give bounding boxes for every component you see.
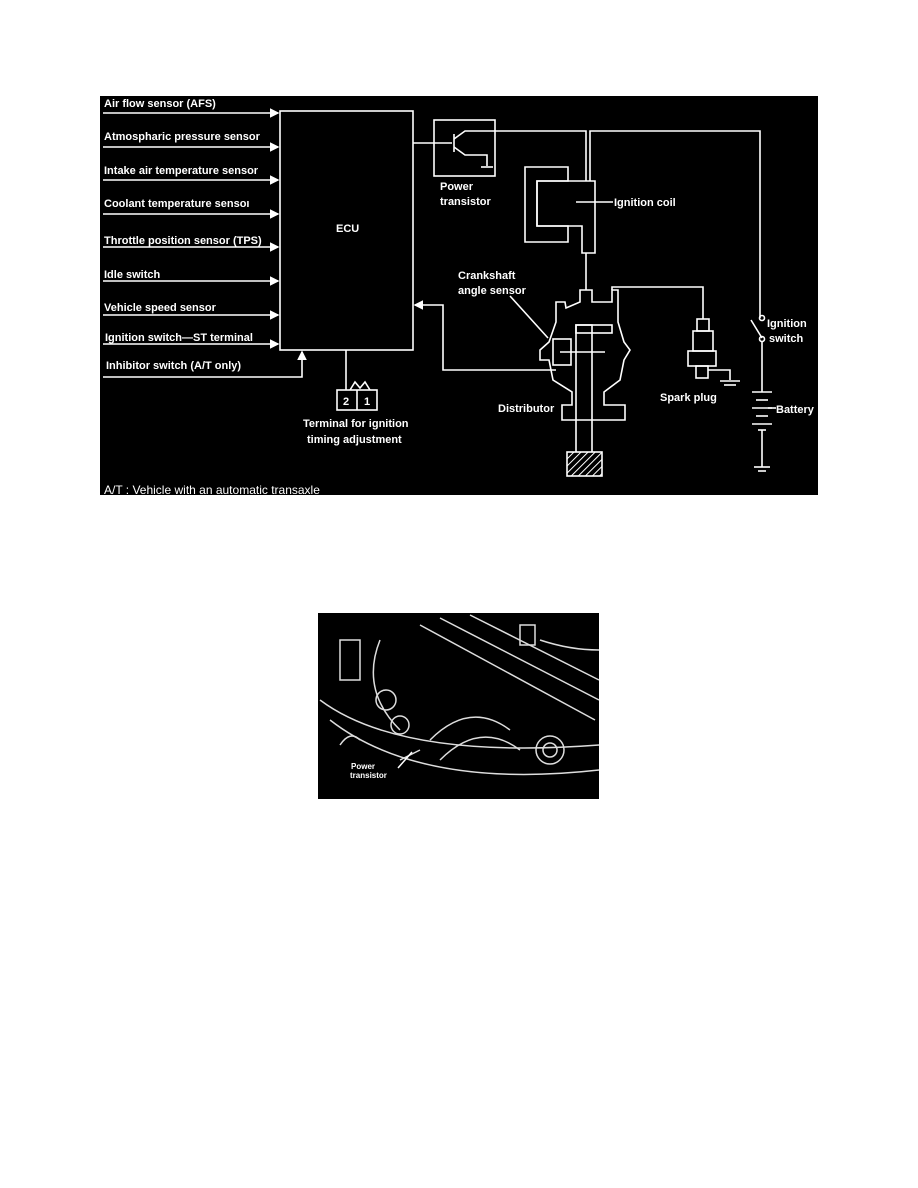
transistor-collector-wire	[453, 130, 587, 181]
ignition-switch-label: switch	[769, 333, 804, 345]
engine-bay-illustration	[319, 614, 600, 776]
ecu-inputs: Air flow sensor (AFS) Atmospharic pressu…	[103, 98, 307, 378]
footnote: A/T : Vehicle with an automatic transaxl…	[104, 483, 320, 497]
switch-contact	[758, 314, 766, 322]
sensor-to-ecu-wire	[413, 300, 556, 371]
input-label: Throttle position sensor (TPS)	[104, 235, 262, 247]
terminal-pin-1: 1	[364, 396, 370, 408]
transistor-emitter-wire	[453, 146, 488, 166]
input-label: Atmospharic pressure sensor	[104, 131, 261, 143]
input-line	[103, 350, 307, 378]
terminal-label: timing adjustment	[307, 434, 402, 446]
rotor	[575, 324, 613, 334]
crankshaft-sensor-label: Crankshaft	[458, 270, 516, 282]
diagram-background	[100, 96, 818, 495]
drive-gear	[566, 451, 603, 477]
battery-label: Battery	[776, 404, 815, 416]
ignition-switch-label: Ignition	[767, 318, 807, 330]
input-label: Idle switch	[104, 269, 161, 281]
input-label: Coolant temperature sensoı	[104, 198, 249, 210]
input-label: Ignition switch—ST terminal	[105, 332, 253, 344]
ignition-coil	[536, 180, 596, 254]
ecu-label: ECU	[336, 223, 359, 235]
photo-label: Power	[351, 762, 375, 771]
power-transistor-label: Power	[440, 181, 474, 193]
distributor-label: Distributor	[498, 403, 555, 415]
spark-plug-wire	[611, 286, 704, 319]
input-label: Air flow sensor (AFS)	[104, 98, 216, 110]
ignition-system-diagram: Air flow sensor (AFS) Atmospharic pressu…	[100, 96, 818, 497]
ignition-coil-label: Ignition coil	[614, 197, 676, 209]
input-label: Intake air temperature sensor	[104, 165, 259, 177]
spark-plug-label: Spark plug	[660, 392, 717, 404]
input-label: Vehicle speed sensor	[104, 302, 217, 314]
sensor-leader	[509, 295, 549, 339]
power-transistor-location-photo: Power transistor	[318, 613, 600, 799]
spark-plug-ground-wire	[708, 369, 731, 380]
ignition-switch-lever	[750, 319, 763, 339]
input-label: Inhibitor switch (A/T only)	[106, 360, 241, 372]
battery-feed-wire	[589, 130, 761, 318]
spark-plug-body	[695, 365, 709, 379]
terminal-pin-2: 2	[343, 396, 349, 408]
arrow-icon	[397, 751, 413, 769]
connector-latch	[349, 380, 371, 391]
crankshaft-sensor-label: angle sensor	[458, 285, 527, 297]
power-transistor-label: transistor	[440, 196, 491, 208]
terminal-label: Terminal for ignition	[303, 418, 409, 430]
power-transistor-box	[433, 119, 496, 177]
photo-label: transistor	[350, 771, 387, 780]
distributor	[539, 289, 631, 421]
